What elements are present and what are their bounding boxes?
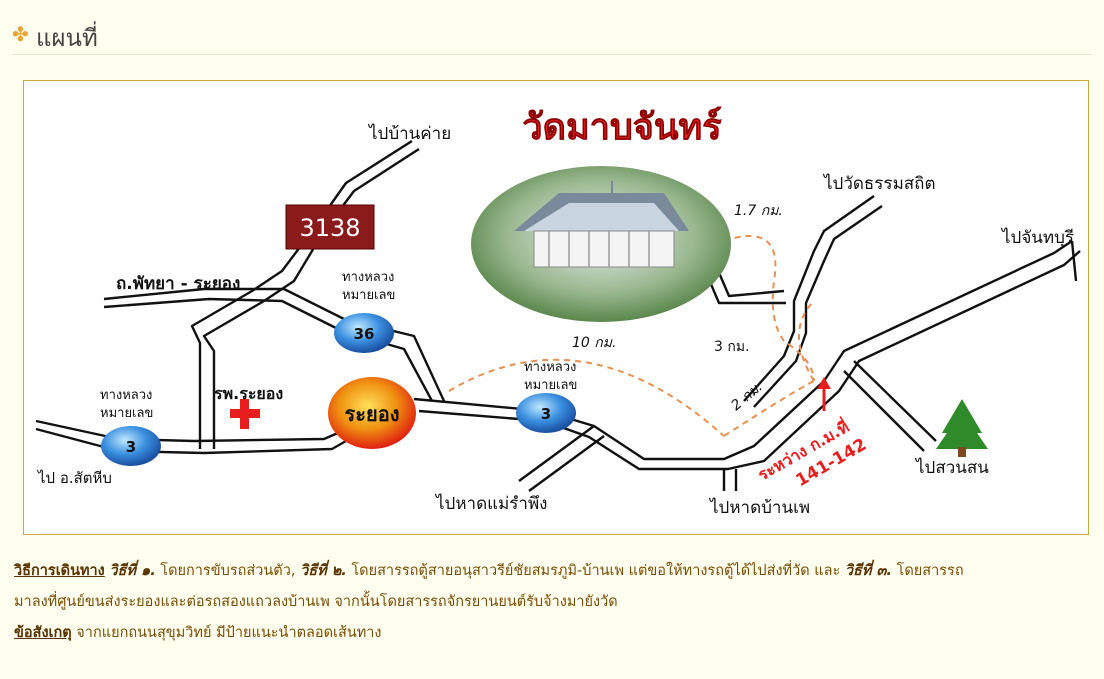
highway-36-shield: 36 [334,313,394,353]
label-highway-3b-2: หมายเลข [524,378,577,393]
hospital-cross-icon [230,399,260,429]
label-hospital: รพ.ระยอง [214,384,283,403]
svg-text:36: 36 [354,325,375,343]
label-highway-3a-1: ทางหลวง [100,388,152,403]
temple-name: วัดมาบจันทร์ [522,106,722,148]
directions-text: วิธีการเดินทาง วิธีที่ ๑. โดยการขับรถส่ว… [14,556,1094,649]
route-map: วัดมาบจันทร์ 3138 36 3 3 [35,106,1081,518]
way-1-text: โดยการขับรถส่วนตัว, [155,563,301,579]
temple-building-icon [514,181,689,268]
way-2-label: วิธีที่ ๒. [300,563,347,579]
label-pattaya-rayong-road: ถ.พัทยา - ระยอง [116,274,240,294]
arrow-up-icon [817,377,831,411]
note-line: ข้อสังเกตุ จากแยกถนนสุขุมวิทย์ มีป้ายแนะ… [14,618,1094,649]
label-highway-36-1: ทางหลวง [342,270,394,285]
label-to-chanthaburi: ไปจันทบุรี [1000,227,1074,248]
label-to-wat-thammasathit: ไปวัดธรรมสถิต [822,173,935,194]
label-to-ban-phe-beach: ไปหาดบ้านเพ [708,497,810,518]
svg-text:3: 3 [541,405,551,423]
highway-3-shield-west: 3 [101,426,161,466]
label-highway-3a-2: หมายเลข [100,406,153,421]
label-to-sattahip: ไป อ.สัตหีบ [37,469,112,487]
section-title: แผนที่ [36,24,98,52]
label-to-ban-khai: ไปบ้านค่าย [367,123,451,144]
star-bullet-icon: ✤ [12,22,29,46]
note-label: ข้อสังเกตุ [14,625,72,641]
label-highway-36-2: หมายเลข [342,288,395,303]
directions-line-2: มาลงที่ศูนย์ขนส่งระยองและต่อรถสองแถวลงบ้… [14,594,618,610]
svg-text:ระยอง: ระยอง [345,402,400,426]
distance-3km: 3 กม. [714,339,750,355]
road-3138-badge: 3138 [285,204,375,250]
map-image: วัดมาบจันทร์ 3138 36 3 3 [23,80,1089,535]
way-1-label: วิธีที่ ๑. [109,563,156,579]
highway-3-shield-east: 3 [516,393,576,433]
way-3-text: โดยสารรถ [891,563,964,579]
directions-line-1: วิธีการเดินทาง วิธีที่ ๑. โดยการขับรถส่ว… [14,556,1094,587]
distance-10km: 10 กม. [572,335,616,351]
rayong-city-marker: ระยอง [328,377,416,449]
way-2-text: โดยสารรถตู้สายอนุสาวรีย์ชัยสมรภูมิ-บ้านเ… [346,563,845,579]
pine-tree-icon [936,399,988,457]
way-3-label: วิธีที่ ๓. [844,563,892,579]
svg-text:3138: 3138 [299,214,360,242]
label-to-suan-son: ไปสวนสน [914,457,989,478]
note-text: จากแยกถนนสุขุมวิทย์ มีป้ายแนะนำตลอดเส้นท… [71,625,382,641]
svg-text:3: 3 [126,438,136,456]
section-header: ✤ แผนที่ [12,14,1092,55]
distance-1-7km: 1.7 กม. [734,203,783,219]
label-to-mae-ramphueng: ไปหาดแม่รำพึง [434,493,547,514]
label-highway-3b-1: ทางหลวง [524,360,576,375]
directions-heading: วิธีการเดินทาง [14,563,105,579]
